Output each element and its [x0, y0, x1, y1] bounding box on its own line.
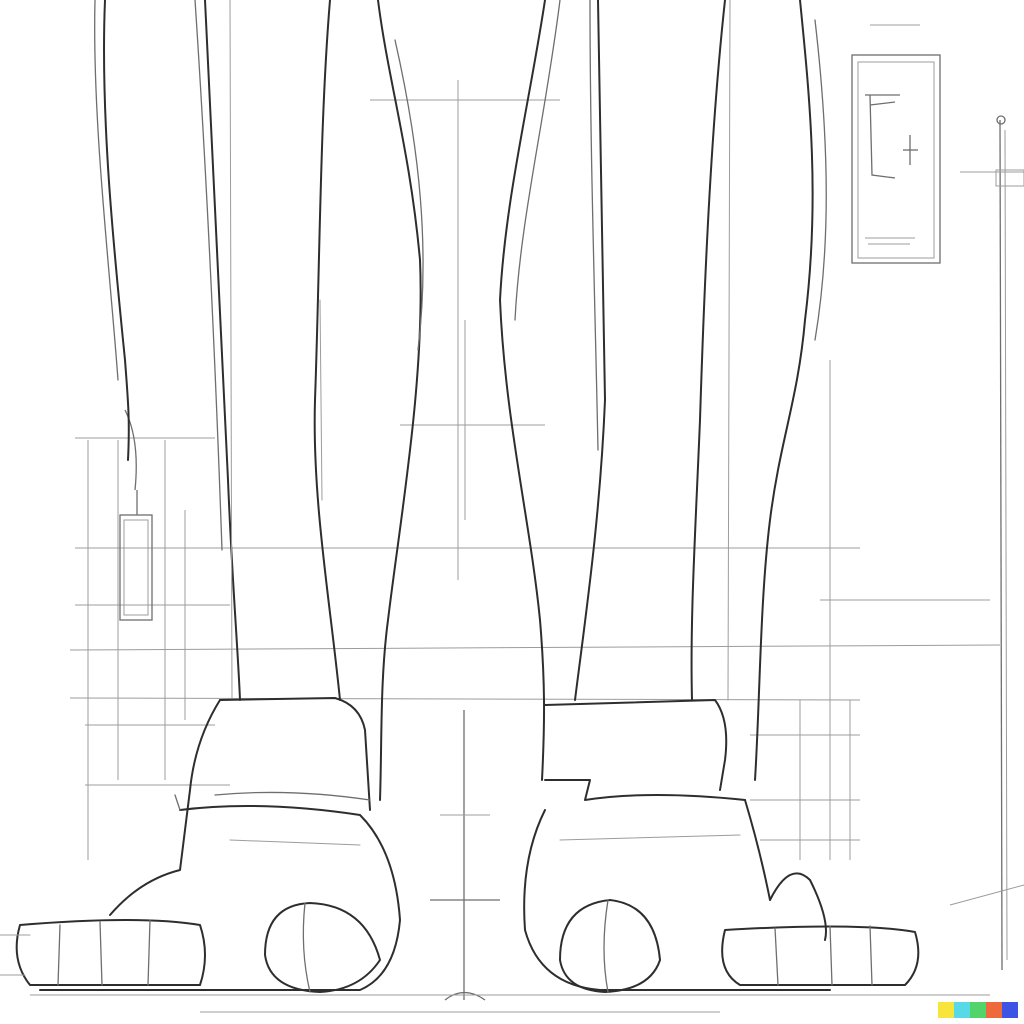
- watermark-swatch-2: [954, 1002, 970, 1018]
- right-leg: [499, 0, 827, 781]
- watermark-swatch-4: [986, 1002, 1002, 1018]
- color-strip-watermark: [938, 1002, 1018, 1018]
- wall-frame: [851, 24, 941, 264]
- measuring-pole: [949, 115, 1024, 971]
- left-leg: [94, 0, 424, 801]
- hanging-tag: [119, 409, 153, 621]
- floor-lines: [30, 994, 990, 1013]
- centre-stand: [430, 710, 500, 1001]
- construction-grid: [69, 80, 1001, 860]
- watermark-swatch-3: [970, 1002, 986, 1018]
- right-shoe: [523, 699, 920, 993]
- left-shoe: [0, 697, 401, 993]
- watermark-swatch-1: [938, 1002, 954, 1018]
- watermark-swatch-5: [1002, 1002, 1018, 1018]
